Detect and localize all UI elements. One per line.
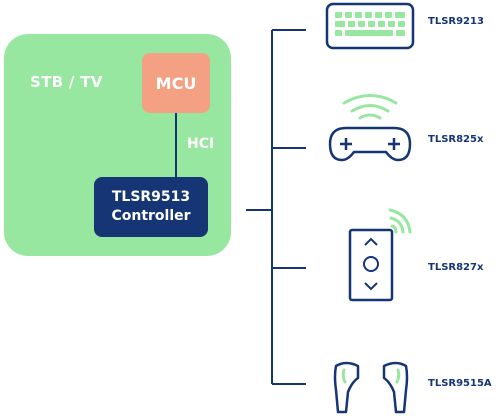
- controller-block: TLSR9513 Controller: [94, 177, 208, 237]
- host-label: STB / TV: [30, 73, 103, 91]
- mcu-block: MCU: [142, 53, 210, 113]
- earbuds-icon: [333, 361, 409, 414]
- mcu-label: MCU: [155, 73, 197, 93]
- remote-control-icon: [348, 208, 412, 302]
- controller-label-line2: Controller: [111, 208, 191, 224]
- device-label-gamepad: TLSR825x: [428, 134, 484, 145]
- controller-label-line1: TLSR9513: [111, 189, 191, 205]
- hci-label: HCI: [187, 136, 215, 152]
- keyboard-icon: [325, 2, 415, 50]
- gamepad-icon: [328, 94, 412, 162]
- device-label-remote: TLSR827x: [428, 262, 484, 273]
- device-label-keyboard: TLSR9213: [428, 16, 484, 27]
- device-label-earbuds: TLSR9515A: [428, 378, 492, 389]
